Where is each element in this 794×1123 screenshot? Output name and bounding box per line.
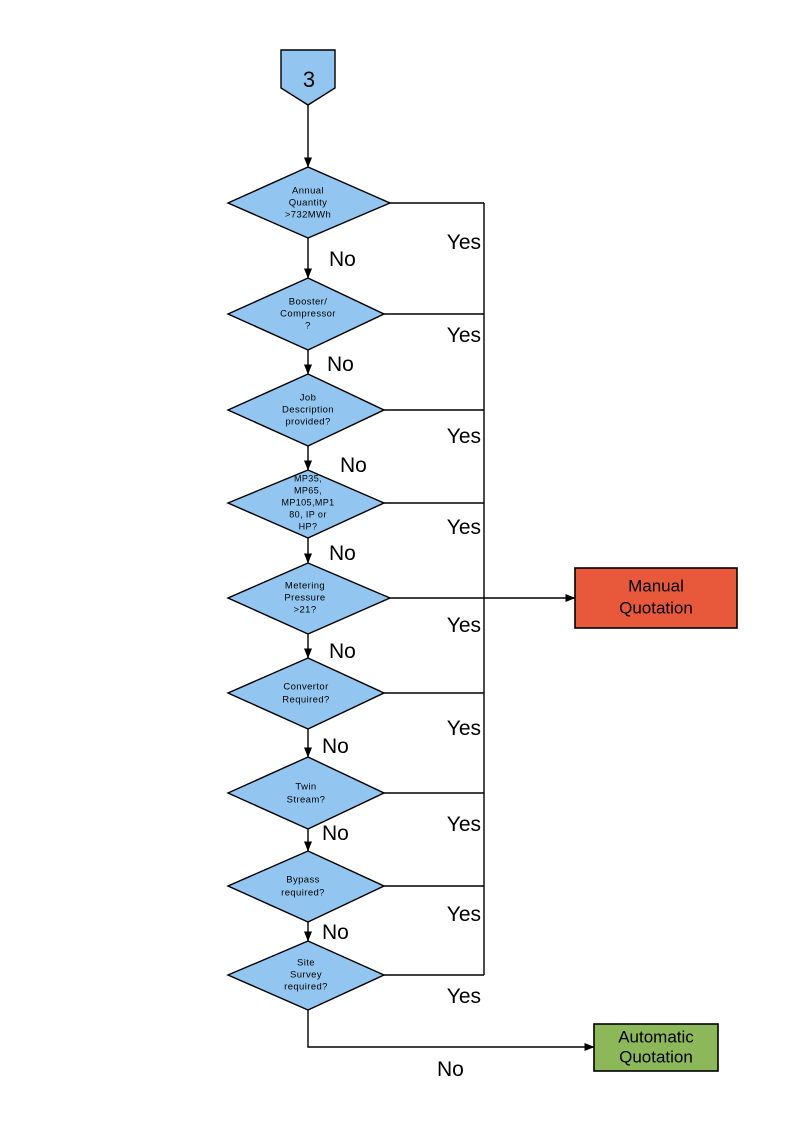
outcome-automatic-quotation-label: Automatic bbox=[618, 1027, 694, 1046]
decision-bypass-required-label: Bypass bbox=[286, 875, 320, 886]
decision-job-description[interactable] bbox=[226, 373, 386, 447]
decision-annual-quantity-label: >732MWh bbox=[285, 210, 331, 221]
decision-site-survey-label: Site bbox=[297, 958, 315, 969]
decision-job-description-label: provided? bbox=[285, 417, 330, 428]
decision-annual-quantity[interactable] bbox=[226, 166, 392, 239]
decision-bypass-required-label: required? bbox=[281, 888, 325, 899]
start-node-3[interactable] bbox=[280, 49, 336, 106]
decision-metering-pressure-label: >21? bbox=[294, 605, 317, 616]
edge-label-yes-bypass: Yes bbox=[447, 903, 481, 926]
decision-bypass-required[interactable] bbox=[226, 850, 386, 923]
edge-label-yes-metering-pressure: Yes bbox=[447, 614, 481, 637]
decision-booster-compressor-label: Booster/ bbox=[289, 297, 328, 308]
decision-site-survey-label: required? bbox=[284, 982, 328, 993]
edge-label-yes-convertor: Yes bbox=[447, 717, 481, 740]
decision-booster-compressor-label: Compressor bbox=[280, 309, 336, 320]
edge-label-yes-job-description: Yes bbox=[447, 425, 481, 448]
edge-label-no-job-description: No bbox=[340, 454, 367, 477]
edge-label-yes-site-survey: Yes bbox=[447, 985, 481, 1008]
decision-site-survey[interactable] bbox=[226, 940, 386, 1011]
edge-label-no-twin-stream: No bbox=[322, 822, 349, 845]
decision-meter-type-label: MP35, bbox=[294, 473, 322, 483]
decision-booster-compressor[interactable] bbox=[226, 277, 386, 351]
outcome-automatic-quotation[interactable] bbox=[593, 1023, 719, 1072]
outcome-manual-quotation-label: Manual bbox=[628, 576, 684, 595]
decision-annual-quantity-label: Annual bbox=[292, 186, 324, 197]
edge-label-no-annual-quantity: No bbox=[329, 248, 356, 271]
decision-meter-type-label: 80, IP or bbox=[289, 509, 326, 519]
decision-meter-type-label: MP65, bbox=[294, 485, 322, 495]
decision-site-survey-label: Survey bbox=[290, 970, 322, 981]
edge-label-yes-booster: Yes bbox=[447, 324, 481, 347]
decision-twin-stream-label: Stream? bbox=[287, 795, 326, 806]
edge-label-no-site-survey-final: No bbox=[437, 1058, 464, 1081]
edge-label-no-booster: No bbox=[327, 353, 354, 376]
edge-label-no-convertor: No bbox=[322, 735, 349, 758]
decision-meter-type-label: HP? bbox=[299, 521, 318, 531]
outcome-manual-quotation-label: Quotation bbox=[619, 598, 693, 617]
decision-metering-pressure-label: Pressure bbox=[284, 593, 325, 604]
decision-job-description-label: Job bbox=[300, 393, 317, 404]
decision-metering-pressure-label: Metering bbox=[285, 581, 325, 592]
edge-label-yes-twin-stream: Yes bbox=[447, 813, 481, 836]
decision-twin-stream-label: Twin bbox=[295, 782, 316, 793]
edge-label-no-bypass: No bbox=[322, 921, 349, 944]
decision-booster-compressor-label: ? bbox=[305, 321, 311, 332]
edge-label-yes-meter-type: Yes bbox=[447, 516, 481, 539]
decision-convertor-required[interactable] bbox=[226, 657, 386, 730]
decision-twin-stream[interactable] bbox=[226, 756, 386, 830]
decision-meter-type[interactable] bbox=[226, 469, 386, 539]
decision-convertor-required-label: Required? bbox=[282, 695, 329, 706]
edge-label-no-meter-type: No bbox=[329, 542, 356, 565]
outcome-automatic-quotation-label: Quotation bbox=[619, 1047, 693, 1066]
outcome-manual-quotation[interactable] bbox=[574, 567, 738, 629]
decision-meter-type-label: MP105,MP1 bbox=[281, 497, 334, 507]
decision-convertor-required-label: Convertor bbox=[283, 682, 328, 693]
decision-metering-pressure[interactable] bbox=[226, 562, 392, 635]
edge-label-no-metering-pressure: No bbox=[329, 640, 356, 663]
start-node-label: 3 bbox=[303, 67, 315, 92]
edge-label-yes-annual-quantity: Yes bbox=[447, 231, 481, 254]
connector-no-site-survey-to-automatic bbox=[307, 1010, 595, 1051]
decision-annual-quantity-label: Quantity bbox=[289, 198, 328, 209]
decision-job-description-label: Description bbox=[282, 405, 334, 416]
